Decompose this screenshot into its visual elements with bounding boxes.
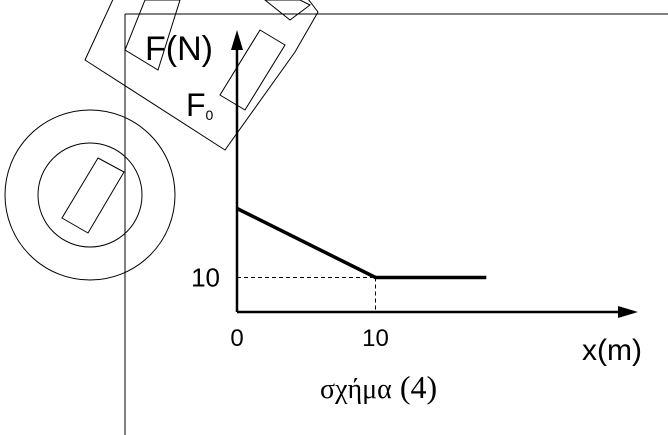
y-start-symbol: F [186,87,206,123]
page-frame [124,13,668,435]
x-axis-symbol: x [582,334,597,367]
tick-labels: 0 10 10 [191,263,389,353]
small-rect-1 [124,0,181,71]
circle-slot [61,157,125,234]
caption-text: σχήμα [320,374,392,405]
outer-circle [4,109,176,281]
series-line-force [236,206,487,280]
y-start-subscript: 0 [206,107,214,123]
axes [231,30,638,318]
x-tick-label-0: 0 [230,325,243,352]
y-tick-label-0: 10 [191,263,220,293]
y-axis-symbol: F [145,30,166,68]
y-start-label: F0 [186,87,214,123]
y-axis-unit: (N) [166,30,213,68]
caption-number: (4) [400,369,437,405]
x-axis-arrowhead [618,306,638,318]
guide-lines [237,277,376,312]
x-tick-label-1: 10 [362,325,389,352]
inner-circle [37,142,143,248]
figure-caption: σχήμα (4) [320,369,437,405]
y-axis-label: F(N) [145,30,213,68]
x-axis-label: x(m) [582,334,642,367]
y-axis-arrowhead [231,30,243,50]
small-rect-3 [219,29,286,111]
small-rect-2 [264,0,311,21]
tilted-block-outline [84,0,319,151]
x-axis-unit: (m) [597,334,642,367]
background-sketch [4,0,319,281]
